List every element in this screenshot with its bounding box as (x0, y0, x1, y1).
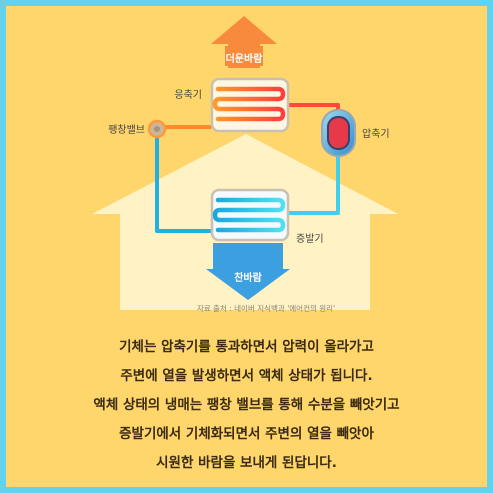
caption-line: 증발기에서 기체화되면서 주변의 열을 빼앗아 (119, 426, 374, 442)
cold-air-label: 찬바람 (234, 271, 262, 284)
compressor-label: 압축기 (362, 127, 390, 140)
condenser-label: 응축기 (174, 89, 202, 101)
compressor-unit (321, 109, 356, 157)
caption-line: 기체는 압축기를 통과하면서 압력이 올라가고 (119, 339, 374, 355)
condenser-unit (210, 77, 290, 133)
caption-line: 액체 상태의 냉매는 팽창 밸브를 통해 수분을 빼앗기고 (93, 397, 400, 413)
caption-line: 주변에 열을 발생하면서 액체 상태가 됩니다. (120, 368, 373, 384)
expansion-valve-label: 팽창밸브 (108, 124, 145, 136)
description-caption: 기체는 압축기를 통과하면서 압력이 올라가고 주변에 열을 발생하면서 액체 … (6, 333, 487, 478)
cold-refrigerant-pipe (155, 132, 340, 233)
source-note: 자료 출처 : 네이버 지식백과 '에어컨의 원리' (197, 303, 335, 313)
cold-air-arrow (206, 243, 290, 300)
evaporator-label: 증발기 (296, 233, 324, 245)
caption-line: 시원한 바람을 보내게 된답니다. (156, 455, 337, 471)
hot-air-arrow (211, 16, 277, 68)
hot-air-label: 더운바람 (226, 52, 264, 65)
air-conditioner-cycle-diagram: 더운바람 찬바람 응축기 증발기 (92, 16, 398, 313)
evaporator-unit (210, 188, 290, 242)
expansion-valve (147, 119, 167, 139)
